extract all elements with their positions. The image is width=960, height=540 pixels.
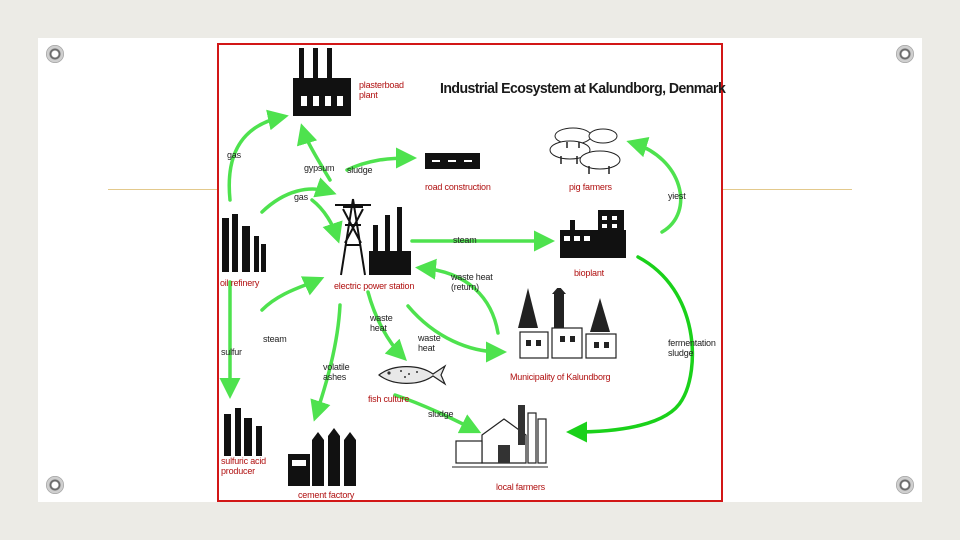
fish-icon (378, 364, 447, 386)
flow-label-sludge-top: sludge (347, 165, 373, 175)
node-label-road: road construction (425, 182, 491, 192)
arrow-refinery-power (310, 198, 343, 244)
flow-label-volatile-ashes: volatile ashes (323, 362, 350, 382)
node-label-municipality: Municipality of Kalundborg (510, 372, 611, 382)
pigs-icon (549, 127, 621, 174)
node-label-plasterboard: plasterboad plant (359, 80, 404, 100)
arrow-waste-heat-fish (366, 290, 407, 361)
pin-icon (896, 45, 914, 63)
farm-icon (452, 405, 548, 468)
municipality-icon (518, 288, 617, 359)
flow-label-steam-top: steam (453, 235, 477, 245)
flow-label-sludge-bottom: sludge (428, 409, 454, 419)
arrow-sludge-bottom (393, 393, 482, 434)
arrow-waste-heat-return (415, 258, 500, 335)
flow-label-waste-heat-right: waste heat (418, 333, 441, 353)
flow-label-steam-left: steam (263, 334, 287, 344)
node-label-fish-culture: fish culture (368, 394, 410, 404)
node-label-pig-farmers: pig farmers (569, 182, 612, 192)
node-label-cement-factory: cement factory (298, 490, 355, 500)
flow-label-fermentation-sludge: fermentation sludge (668, 338, 716, 358)
flow-label-gas-top: gas (227, 150, 241, 160)
pin-icon (46, 476, 64, 494)
flow-label-sulfur: sulfur (221, 347, 242, 357)
plasterboard-factory-icon (293, 48, 351, 116)
node-label-sulfuric-acid: sulfuric acid producer (221, 456, 266, 476)
arrow-sludge-road (345, 147, 417, 172)
arrow-yiest (626, 137, 683, 234)
flow-label-gypsum: gypsum (304, 163, 335, 173)
flow-label-yiest: yiest (668, 191, 686, 201)
bioplant-icon (560, 210, 626, 258)
arrow-power-cement (270, 305, 333, 335)
node-label-power-station: electric power station (334, 281, 415, 291)
arrow-fermentation-sludge (566, 255, 695, 443)
pin-icon (896, 476, 914, 494)
sulfuric-acid-icon (224, 408, 262, 456)
power-station-icon (335, 198, 411, 276)
node-label-bioplant: bioplant (574, 268, 604, 278)
node-label-local-farmers: local farmers (496, 482, 545, 492)
flow-label-waste-heat-left: waste heat (370, 313, 393, 333)
arrow-gypsum (296, 123, 332, 182)
arrow-gas-top (227, 109, 289, 202)
arrow-waste-heat-right (406, 304, 507, 363)
cement-factory-icon (288, 428, 356, 486)
road-icon (425, 153, 480, 169)
pin-icon (46, 45, 64, 63)
node-label-oil-refinery: oil refinery (220, 278, 260, 288)
oil-refinery-icon (222, 214, 266, 272)
arrow-steam-left (260, 276, 325, 312)
flow-label-gas-mid: gas (294, 192, 308, 202)
arrow-volatile-ashes (310, 303, 342, 422)
diagram-title: Industrial Ecosystem at Kalundborg, Denm… (440, 80, 726, 97)
flow-label-waste-heat-return: waste heat (return) (451, 272, 493, 292)
arrow-gas-mid (260, 177, 337, 214)
